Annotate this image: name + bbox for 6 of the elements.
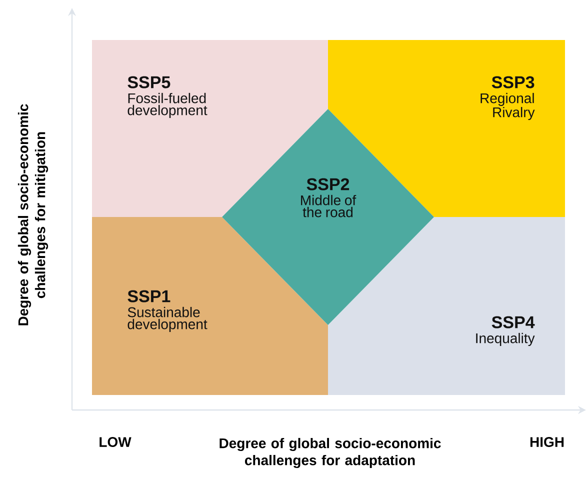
axis-label: Degree of global socio-economic challenges for mitigation bbox=[18, 104, 48, 326]
quadrant-box: SSP1 Sustainable development bbox=[92, 217, 328, 395]
axis-label: Degree of global socio-economic challenges for adaptation bbox=[220, 438, 441, 468]
axis-end-label: HIGH bbox=[530, 437, 564, 447]
quadrant-box: SSP4 Inequality bbox=[328, 217, 565, 395]
axis-end-label: LOW bbox=[100, 437, 132, 447]
